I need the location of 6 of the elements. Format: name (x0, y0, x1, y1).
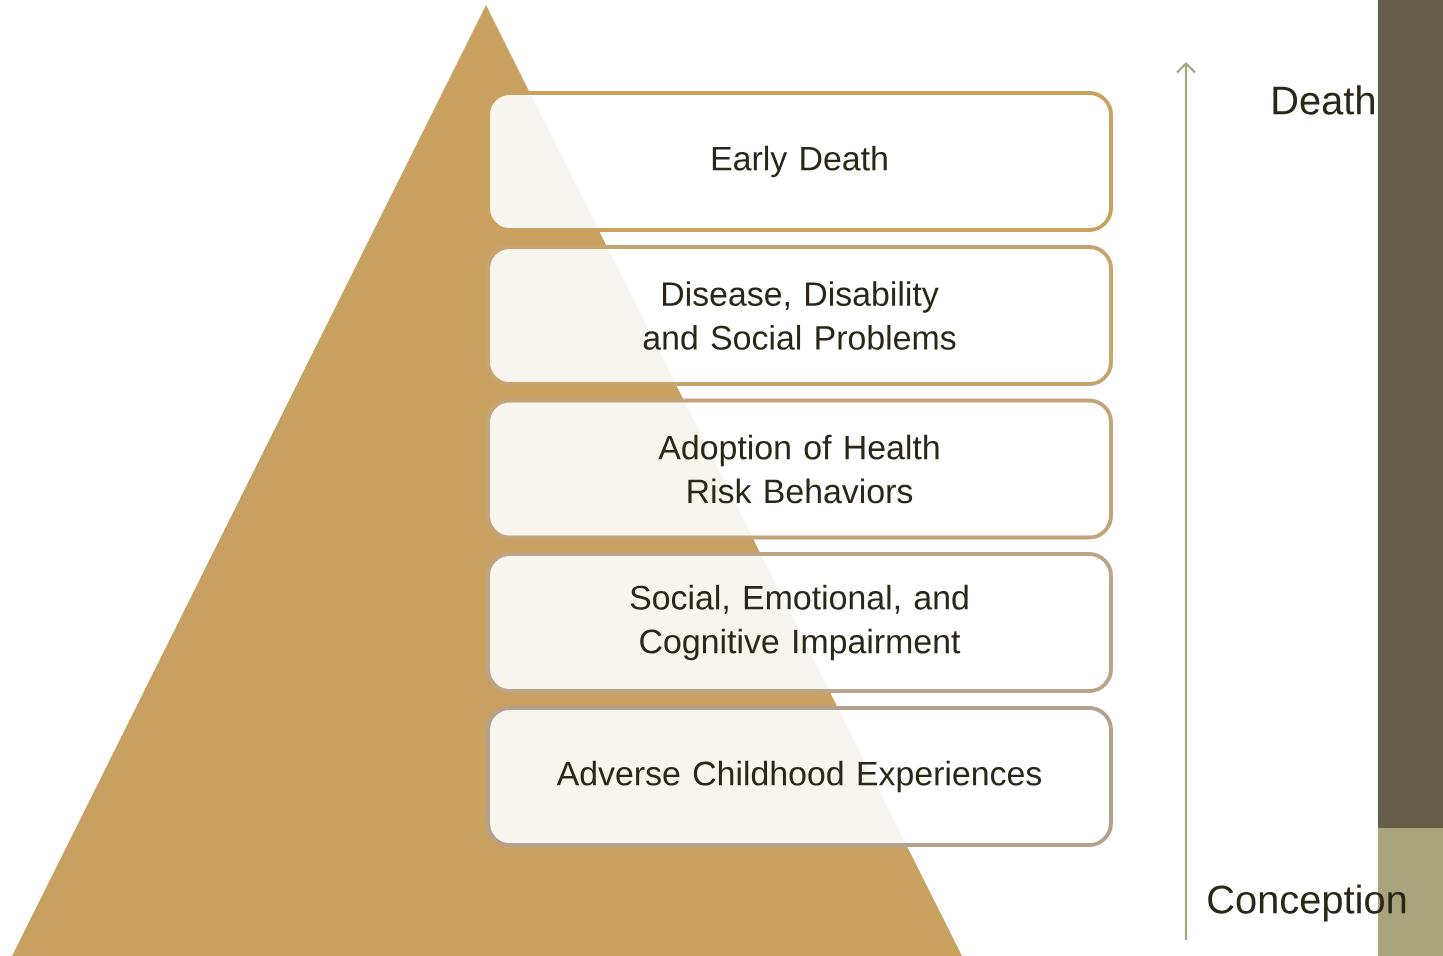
process-box: Adoption of Health Risk Behaviors (486, 398, 1113, 540)
process-box: Social, Emotional, and Cognitive Impairment (486, 552, 1113, 693)
process-box: Early Death (486, 91, 1113, 232)
process-box: Adverse Childhood Experiences (486, 706, 1113, 847)
timeline-label: Death (1273, 85, 1374, 115)
process-box: Disease, Disability and Social Problems (486, 245, 1113, 386)
